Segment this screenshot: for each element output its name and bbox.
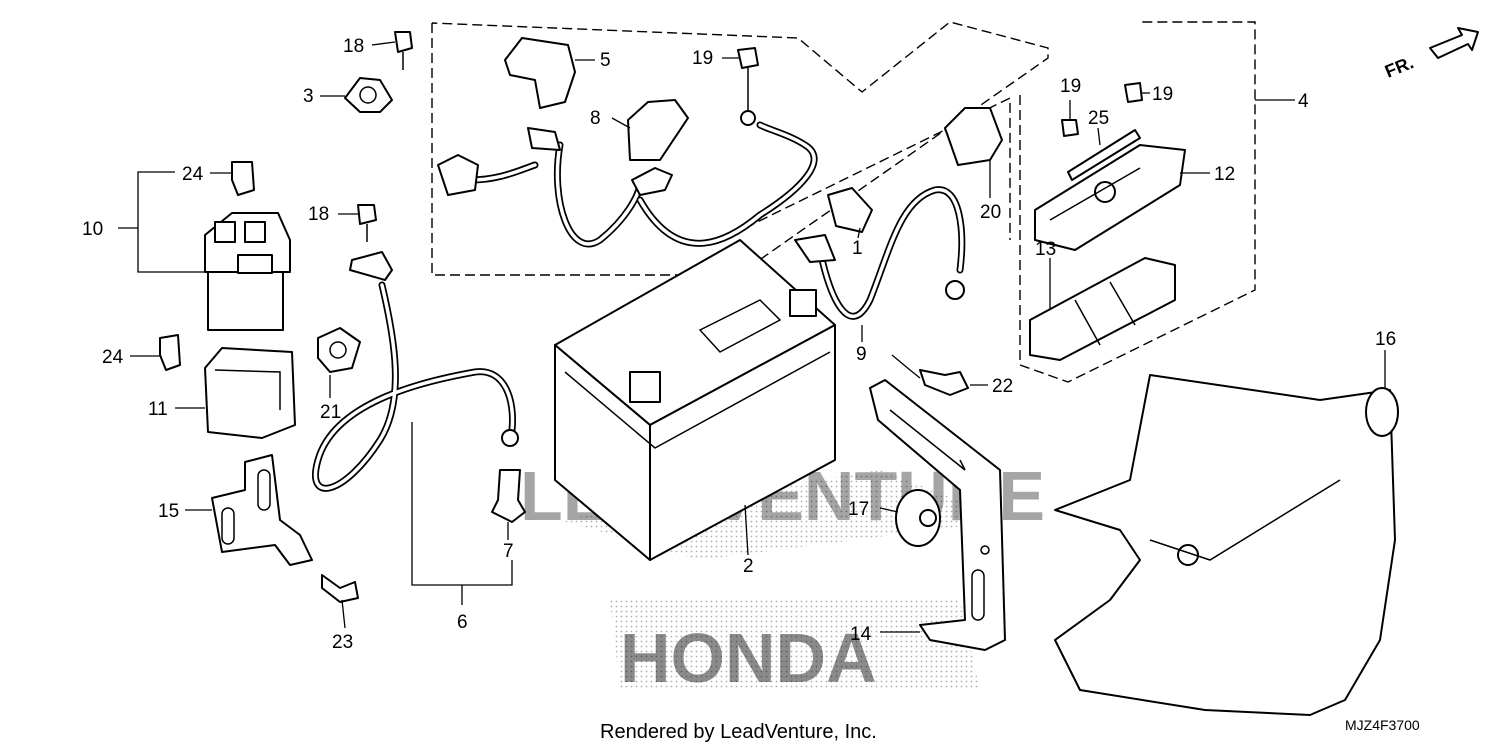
label-20: 20 (980, 202, 1001, 223)
label-14: 14 (850, 624, 872, 645)
bolt-18-mid (357, 204, 377, 242)
label-15: 15 (158, 501, 179, 522)
terminal-cover-7 (491, 469, 526, 523)
label-24-lower: 24 (102, 347, 124, 368)
front-direction-arrow: FR. (1382, 27, 1479, 82)
label-24-top: 24 (182, 164, 204, 185)
terminal-cap-5 (504, 37, 576, 109)
bolt-19-left (1061, 119, 1079, 137)
label-6: 6 (457, 612, 468, 633)
watermark-maker: HONDA (620, 619, 877, 697)
group-boundary-cable9 (744, 96, 1011, 240)
label-17: 17 (848, 499, 869, 520)
label-11: 11 (148, 399, 168, 420)
label-4: 4 (1298, 91, 1309, 112)
label-19-right: 19 (1152, 84, 1173, 105)
fuse-lower (159, 334, 181, 371)
relay-bracket (211, 454, 313, 566)
leaders (130, 41, 1386, 633)
label-19-left: 19 (1060, 76, 1081, 97)
bracket-20 (944, 107, 1003, 166)
label-8: 8 (590, 108, 601, 129)
cable-clamp-21 (317, 327, 361, 373)
group-boundary-fusebox (1019, 21, 1256, 383)
label-2: 2 (743, 556, 754, 577)
cable-clamp-1 (827, 187, 873, 233)
footer-credit: Rendered by LeadVenture, Inc. (600, 721, 877, 743)
label-19-top: 19 (692, 48, 713, 69)
label-25: 25 (1088, 108, 1109, 129)
label-1: 1 (852, 238, 863, 259)
fuse-cover (1029, 257, 1176, 361)
label-16: 16 (1375, 329, 1396, 350)
side-cover (1054, 374, 1399, 716)
part-labels: 18 3 5 8 19 24 18 10 24 11 21 15 23 6 7 … (82, 36, 1396, 653)
negative-cable (312, 251, 519, 492)
label-3: 3 (303, 86, 314, 107)
fuse-strip-25 (1067, 129, 1141, 181)
grommet-17 (895, 489, 941, 547)
bolt-23 (321, 574, 359, 603)
label-9: 9 (856, 344, 867, 365)
bolt-19-top (737, 47, 759, 110)
terminal-cover-8 (627, 99, 689, 161)
front-arrow-label: FR. (1382, 52, 1416, 81)
label-22: 22 (992, 376, 1013, 397)
label-23: 23 (332, 632, 353, 653)
label-18-top: 18 (343, 36, 364, 57)
group-boundary-main (431, 21, 1049, 276)
fuse-box (1034, 144, 1186, 251)
label-7: 7 (503, 541, 514, 562)
bracket-10 (118, 171, 205, 273)
label-5: 5 (600, 50, 611, 71)
label-21: 21 (320, 402, 341, 423)
label-12: 12 (1214, 164, 1235, 185)
battery-holder (869, 379, 1006, 651)
fuse-top (231, 161, 255, 196)
label-18-mid: 18 (308, 204, 329, 225)
bolt-18-top (394, 31, 413, 70)
diagram-code: MJZ4F3700 (1345, 717, 1420, 733)
bolt-19-right (1124, 82, 1143, 103)
starter-relay (204, 212, 291, 331)
cable-clamp-3 (344, 77, 393, 113)
battery (554, 239, 836, 561)
label-10: 10 (82, 219, 103, 240)
main-cable (437, 110, 818, 248)
positive-cable (794, 186, 966, 320)
label-13: 13 (1035, 239, 1056, 260)
bolt-22 (919, 369, 969, 396)
bracket-6 (411, 422, 513, 605)
relay-cover (204, 347, 296, 439)
